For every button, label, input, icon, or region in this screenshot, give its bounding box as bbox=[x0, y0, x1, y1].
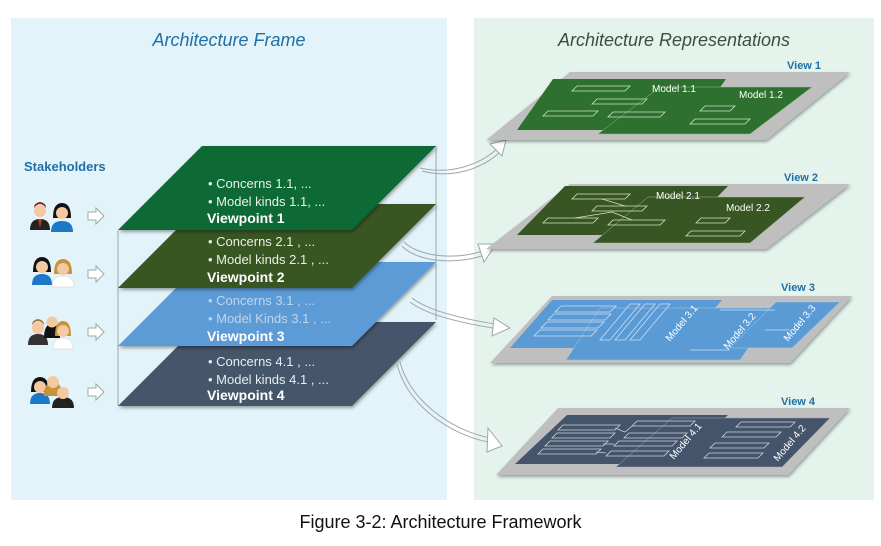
viewpoint-2-concerns: • Concerns 2.1 , ... bbox=[208, 234, 315, 249]
three-people-group-icon bbox=[28, 316, 74, 350]
view-2-label: View 2 bbox=[784, 172, 818, 184]
viewpoint-2-name: Viewpoint 2 bbox=[207, 269, 285, 285]
view-3-label: View 3 bbox=[781, 282, 815, 294]
model-1-2-label: Model 1.2 bbox=[739, 90, 783, 101]
architecture-representations-title: Architecture Representations bbox=[557, 30, 791, 50]
arrow-viewpoint-3-to-view-3 bbox=[409, 297, 512, 337]
two-women-group-icon bbox=[32, 257, 75, 288]
viewpoint-4-concerns: • Concerns 4.1 , ... bbox=[208, 354, 315, 369]
viewpoint-2-model-kinds: • Model kinds 2.1 , ... bbox=[208, 252, 329, 267]
viewpoint-to-view-arrows bbox=[396, 139, 512, 453]
view-3: Model 3.1 Model 3.2 Model 3.3 View 3 bbox=[490, 282, 852, 363]
view-2: Model 2.1 Model 2.2 View 2 bbox=[486, 172, 850, 249]
viewpoint-3-name: Viewpoint 3 bbox=[207, 328, 285, 344]
viewpoint-3-concerns: • Concerns 3.1 , ... bbox=[208, 293, 315, 308]
viewpoint-3-model-kinds: • Model Kinds 3.1 , ... bbox=[208, 311, 331, 326]
view-4: Model 4.1 Model 4.2 View 4 bbox=[496, 396, 850, 475]
arrow-viewpoint-4-to-view-4 bbox=[396, 361, 503, 453]
model-4-2-plane bbox=[615, 417, 831, 468]
stakeholder-group-1 bbox=[30, 202, 105, 232]
man-woman-group-icon bbox=[30, 202, 73, 232]
arrow-right-icon bbox=[87, 382, 105, 402]
viewpoint-1-model-kinds: • Model kinds 1.1, ... bbox=[208, 194, 325, 209]
viewpoint-stack-outline bbox=[117, 146, 437, 406]
arrow-viewpoint-2-to-view-2 bbox=[401, 241, 497, 264]
model-1-1-label: Model 1.1 bbox=[652, 84, 696, 95]
stakeholder-group-2 bbox=[32, 257, 105, 288]
stakeholder-group-3 bbox=[28, 316, 105, 350]
viewpoint-1-name: Viewpoint 1 bbox=[207, 210, 285, 226]
architecture-frame-title: Architecture Frame bbox=[152, 30, 306, 50]
arrow-viewpoint-1-to-view-1 bbox=[419, 139, 507, 175]
stakeholder-group-4 bbox=[30, 376, 105, 408]
model-3-3-plane bbox=[729, 301, 841, 349]
view-4-label: View 4 bbox=[781, 396, 816, 408]
view-1: Model 1.1 Model 1.2 View 1 bbox=[486, 60, 850, 140]
figure-caption: Figure 3-2: Architecture Framework bbox=[299, 512, 582, 532]
viewpoint-1-layer: • Concerns 1.1, ... • Model kinds 1.1, .… bbox=[118, 146, 436, 230]
arrow-right-icon bbox=[87, 264, 105, 284]
model-2-2-label: Model 2.2 bbox=[726, 203, 770, 214]
model-1-2-plane bbox=[597, 86, 813, 135]
arrow-right-icon bbox=[87, 322, 105, 342]
stakeholders-label: Stakeholders bbox=[24, 159, 106, 174]
viewpoint-1-concerns: • Concerns 1.1, ... bbox=[208, 176, 312, 191]
three-people-group-icon bbox=[30, 376, 74, 408]
arrow-right-icon bbox=[87, 206, 105, 226]
viewpoint-4-model-kinds: • Model kinds 4.1 , ... bbox=[208, 372, 329, 387]
viewpoint-4-name: Viewpoint 4 bbox=[207, 387, 285, 403]
view-1-label: View 1 bbox=[787, 60, 821, 72]
model-2-1-label: Model 2.1 bbox=[656, 191, 700, 202]
